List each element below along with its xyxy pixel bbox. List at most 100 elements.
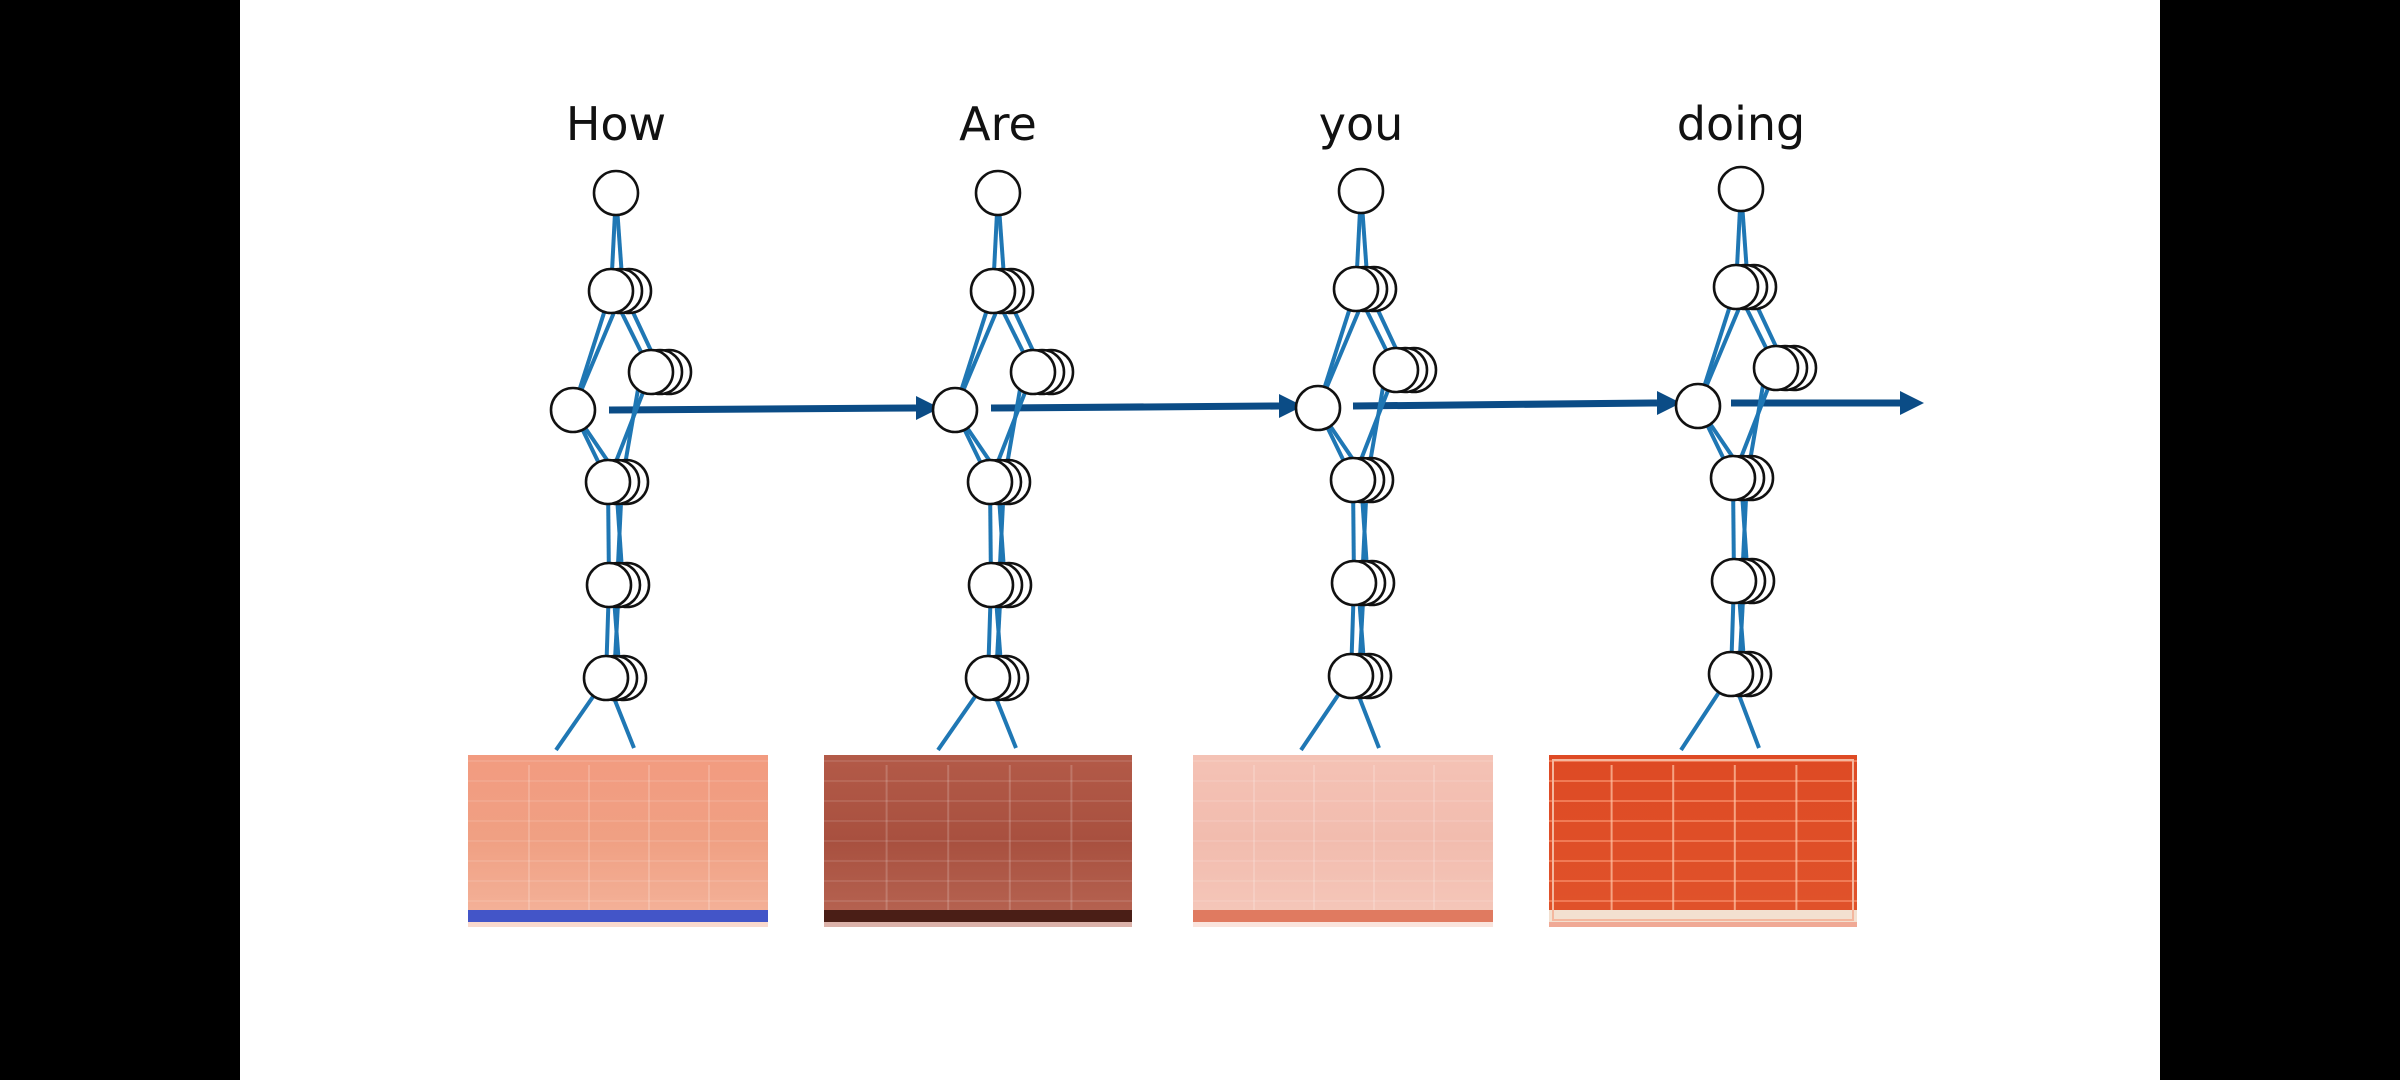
- word-label-2: Are: [959, 97, 1037, 151]
- spectrogram-frame-marker: [1795, 765, 1798, 915]
- spectrogram-frame-marker: [1070, 765, 1073, 915]
- spectrogram-frame-marker: [1253, 765, 1255, 915]
- spectrogram-band: [824, 900, 1132, 902]
- spectrogram-frame-marker: [1008, 765, 1011, 915]
- network-node: [1332, 265, 1380, 313]
- spectrogram-bottom-strip: [468, 910, 768, 922]
- spectrogram-frame-marker: [1672, 765, 1675, 915]
- spectrogram-band: [824, 760, 1132, 762]
- spectrogram-band: [1193, 880, 1493, 882]
- spectrogram-1: [468, 755, 768, 927]
- spectrogram-frame-marker: [648, 765, 650, 915]
- time-step-2: Are: [824, 97, 1132, 927]
- hidden-state-node: [1674, 382, 1722, 430]
- arrowhead: [1279, 394, 1303, 418]
- spectrogram-axis: [824, 922, 1132, 927]
- network-node: [1337, 167, 1385, 215]
- spectrogram-axis: [1549, 922, 1857, 927]
- time-step-3: you: [1193, 97, 1493, 927]
- slide: How Are you doing: [240, 0, 2160, 1080]
- hidden-state-node: [549, 386, 597, 434]
- spectrogram-frame-marker: [588, 765, 590, 915]
- spectrogram-band: [1549, 860, 1857, 862]
- spectrogram-band: [824, 820, 1132, 822]
- network-node: [1712, 263, 1760, 311]
- spectrogram-band: [468, 840, 768, 842]
- spectrogram-band: [1193, 840, 1493, 842]
- network-node: [1327, 652, 1375, 700]
- spectrogram-band: [824, 800, 1132, 802]
- spectrogram-band: [468, 820, 768, 822]
- spectrogram-frame-marker: [1433, 765, 1435, 915]
- spectrogram-band: [468, 760, 768, 762]
- network-node: [585, 561, 633, 609]
- spectrogram-outline: [1552, 759, 1854, 921]
- spectrogram-band: [1193, 760, 1493, 762]
- spectrogram-3: [1193, 755, 1493, 927]
- spectrogram-axis: [1193, 922, 1493, 927]
- hidden-state-node: [1294, 384, 1342, 432]
- network-nodes: [1294, 167, 1438, 700]
- spectrogram-band: [1549, 820, 1857, 822]
- spectrogram-axis: [468, 922, 768, 927]
- recurrent-arrow: [990, 402, 1280, 412]
- spectrogram-band: [1549, 800, 1857, 802]
- spectrogram-band: [824, 860, 1132, 862]
- network-node: [966, 458, 1014, 506]
- network-node: [1009, 348, 1057, 396]
- spectrogram-frame-marker: [885, 765, 888, 915]
- spectrogram-frame-marker: [1610, 765, 1613, 915]
- spectrogram-band: [468, 880, 768, 882]
- spectrogram-bottom-strip: [1193, 910, 1493, 922]
- word-label-1: How: [566, 97, 666, 151]
- network-node: [587, 267, 635, 315]
- spectrogram-band: [1193, 900, 1493, 902]
- spectrogram-band: [824, 780, 1132, 782]
- spectrogram-band: [1193, 780, 1493, 782]
- spectrogram-band: [1549, 880, 1857, 882]
- spectrogram-band: [1193, 860, 1493, 862]
- spectrogram-frame-marker: [947, 765, 950, 915]
- spectrogram-band: [824, 880, 1132, 882]
- recurrent-arrow: [608, 404, 917, 414]
- word-label-4: doing: [1677, 97, 1805, 151]
- network-node: [967, 561, 1015, 609]
- spectrogram-band: [1549, 840, 1857, 842]
- spectrogram-4: [1549, 755, 1857, 927]
- spectrogram-band: [1193, 800, 1493, 802]
- word-label-3: you: [1319, 97, 1404, 151]
- network-node: [582, 654, 630, 702]
- network-node: [1710, 557, 1758, 605]
- network-node: [1717, 165, 1765, 213]
- time-step-4: doing: [1549, 97, 1857, 927]
- network-node: [1709, 454, 1757, 502]
- spectrogram-frame-marker: [1313, 765, 1315, 915]
- spectrogram-frame-marker: [708, 765, 710, 915]
- spectrogram-band: [1549, 900, 1857, 902]
- network-nodes: [931, 169, 1075, 702]
- time-steps: How Are you doing: [468, 97, 1857, 927]
- spectrogram-frame-marker: [1733, 765, 1736, 915]
- spectrogram-image: [468, 755, 768, 927]
- network-node: [1330, 559, 1378, 607]
- network-node: [969, 267, 1017, 315]
- network-node: [592, 169, 640, 217]
- spectrogram-frame-marker: [528, 765, 530, 915]
- spectrogram-image: [824, 755, 1132, 927]
- network-node: [1372, 346, 1420, 394]
- spectrogram-band: [468, 860, 768, 862]
- network-node: [964, 654, 1012, 702]
- network-node: [1329, 456, 1377, 504]
- recurrent-arrows: [608, 391, 1924, 420]
- network-nodes: [549, 169, 693, 702]
- time-step-1: How: [468, 97, 768, 927]
- spectrogram-band: [468, 900, 768, 902]
- spectrogram-band: [824, 840, 1132, 842]
- network-node: [584, 458, 632, 506]
- network-node: [1707, 650, 1755, 698]
- rnn-unrolled-diagram: How Are you doing: [468, 97, 1924, 927]
- spectrogram-bottom-strip: [824, 910, 1132, 922]
- spectrogram-image: [1193, 755, 1493, 927]
- spectrogram-band: [1549, 780, 1857, 782]
- recurrent-arrow: [1352, 399, 1658, 410]
